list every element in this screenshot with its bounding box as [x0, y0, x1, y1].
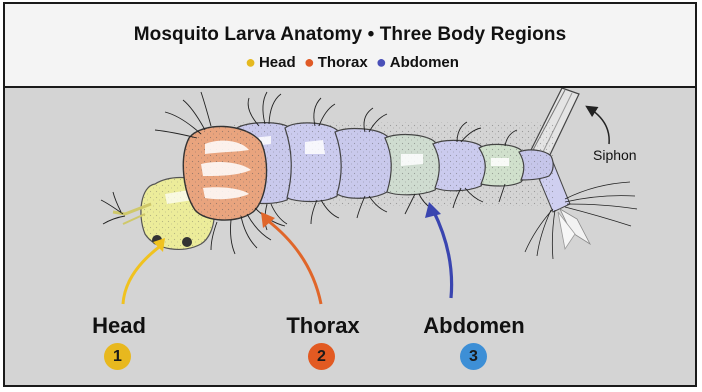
- siphon-label: Siphon: [593, 147, 637, 163]
- region-label-thorax: Thorax: [243, 313, 403, 339]
- region-badge-head: 1: [104, 343, 131, 370]
- thorax-arrow: [267, 220, 321, 304]
- thorax: [183, 126, 266, 220]
- region-label-abdomen: Abdomen: [394, 313, 554, 339]
- diagram-frame: Mosquito Larva Anatomy • Three Body Regi…: [3, 2, 697, 387]
- legend-label-head: Head: [259, 54, 296, 71]
- siphon-arrow: [589, 108, 609, 144]
- region-badge-thorax: 2: [308, 343, 335, 370]
- legend: ●Head ●Thorax ●Abdomen: [5, 54, 695, 71]
- legend-dot-thorax: ●: [304, 52, 315, 72]
- region-label-head: Head: [39, 313, 199, 339]
- legend-dot-head: ●: [245, 52, 256, 72]
- region-badge-abdomen: 3: [460, 343, 487, 370]
- head-arrow: [123, 244, 163, 304]
- legend-dot-abdomen: ●: [376, 52, 387, 72]
- header: Mosquito Larva Anatomy • Three Body Regi…: [5, 4, 695, 88]
- abdomen-arrow: [433, 210, 452, 298]
- legend-label-abdomen: Abdomen: [390, 54, 459, 71]
- legend-label-thorax: Thorax: [318, 54, 368, 71]
- diagram-title: Mosquito Larva Anatomy • Three Body Regi…: [5, 24, 695, 46]
